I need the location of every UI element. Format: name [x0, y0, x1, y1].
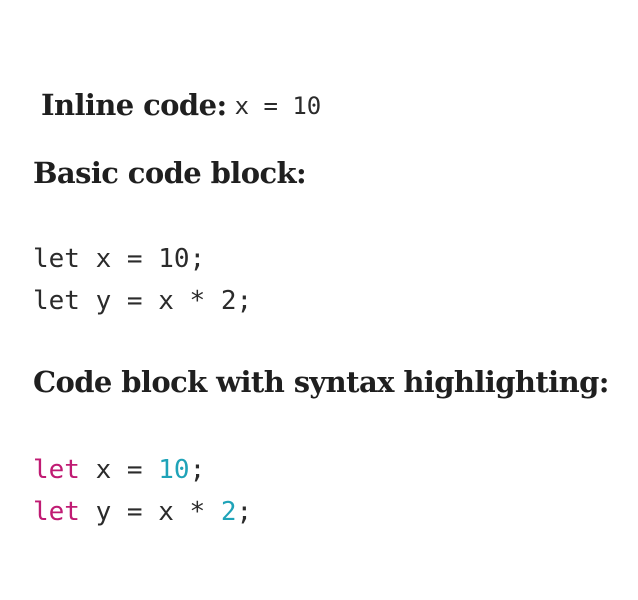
plain-token: x =: [79, 455, 159, 485]
basic-code-line-2: let y = x * 2;: [33, 286, 253, 316]
punctuation-token: ;: [189, 455, 206, 485]
number-token: 10: [158, 455, 190, 485]
keyword-token: let: [33, 455, 80, 485]
syntax-highlight-heading: Code block with syntax highlighting:: [33, 365, 609, 399]
inline-code-snippet: x = 10: [234, 92, 322, 120]
inline-code-label: Inline code:: [41, 88, 227, 122]
highlighted-code-line-2: let y = x * 2;: [33, 499, 252, 525]
basic-code-block-heading: Basic code block:: [33, 156, 307, 190]
plain-token: y = x *: [79, 497, 221, 527]
highlighted-code-line-1: let x = 10;: [33, 457, 205, 483]
keyword-token: let: [33, 497, 80, 527]
number-token: 2: [220, 497, 237, 527]
basic-code-line-1: let x = 10;: [33, 244, 206, 274]
punctuation-token: ;: [236, 497, 253, 527]
inline-code-row: Inline code:x = 10: [33, 73, 322, 122]
